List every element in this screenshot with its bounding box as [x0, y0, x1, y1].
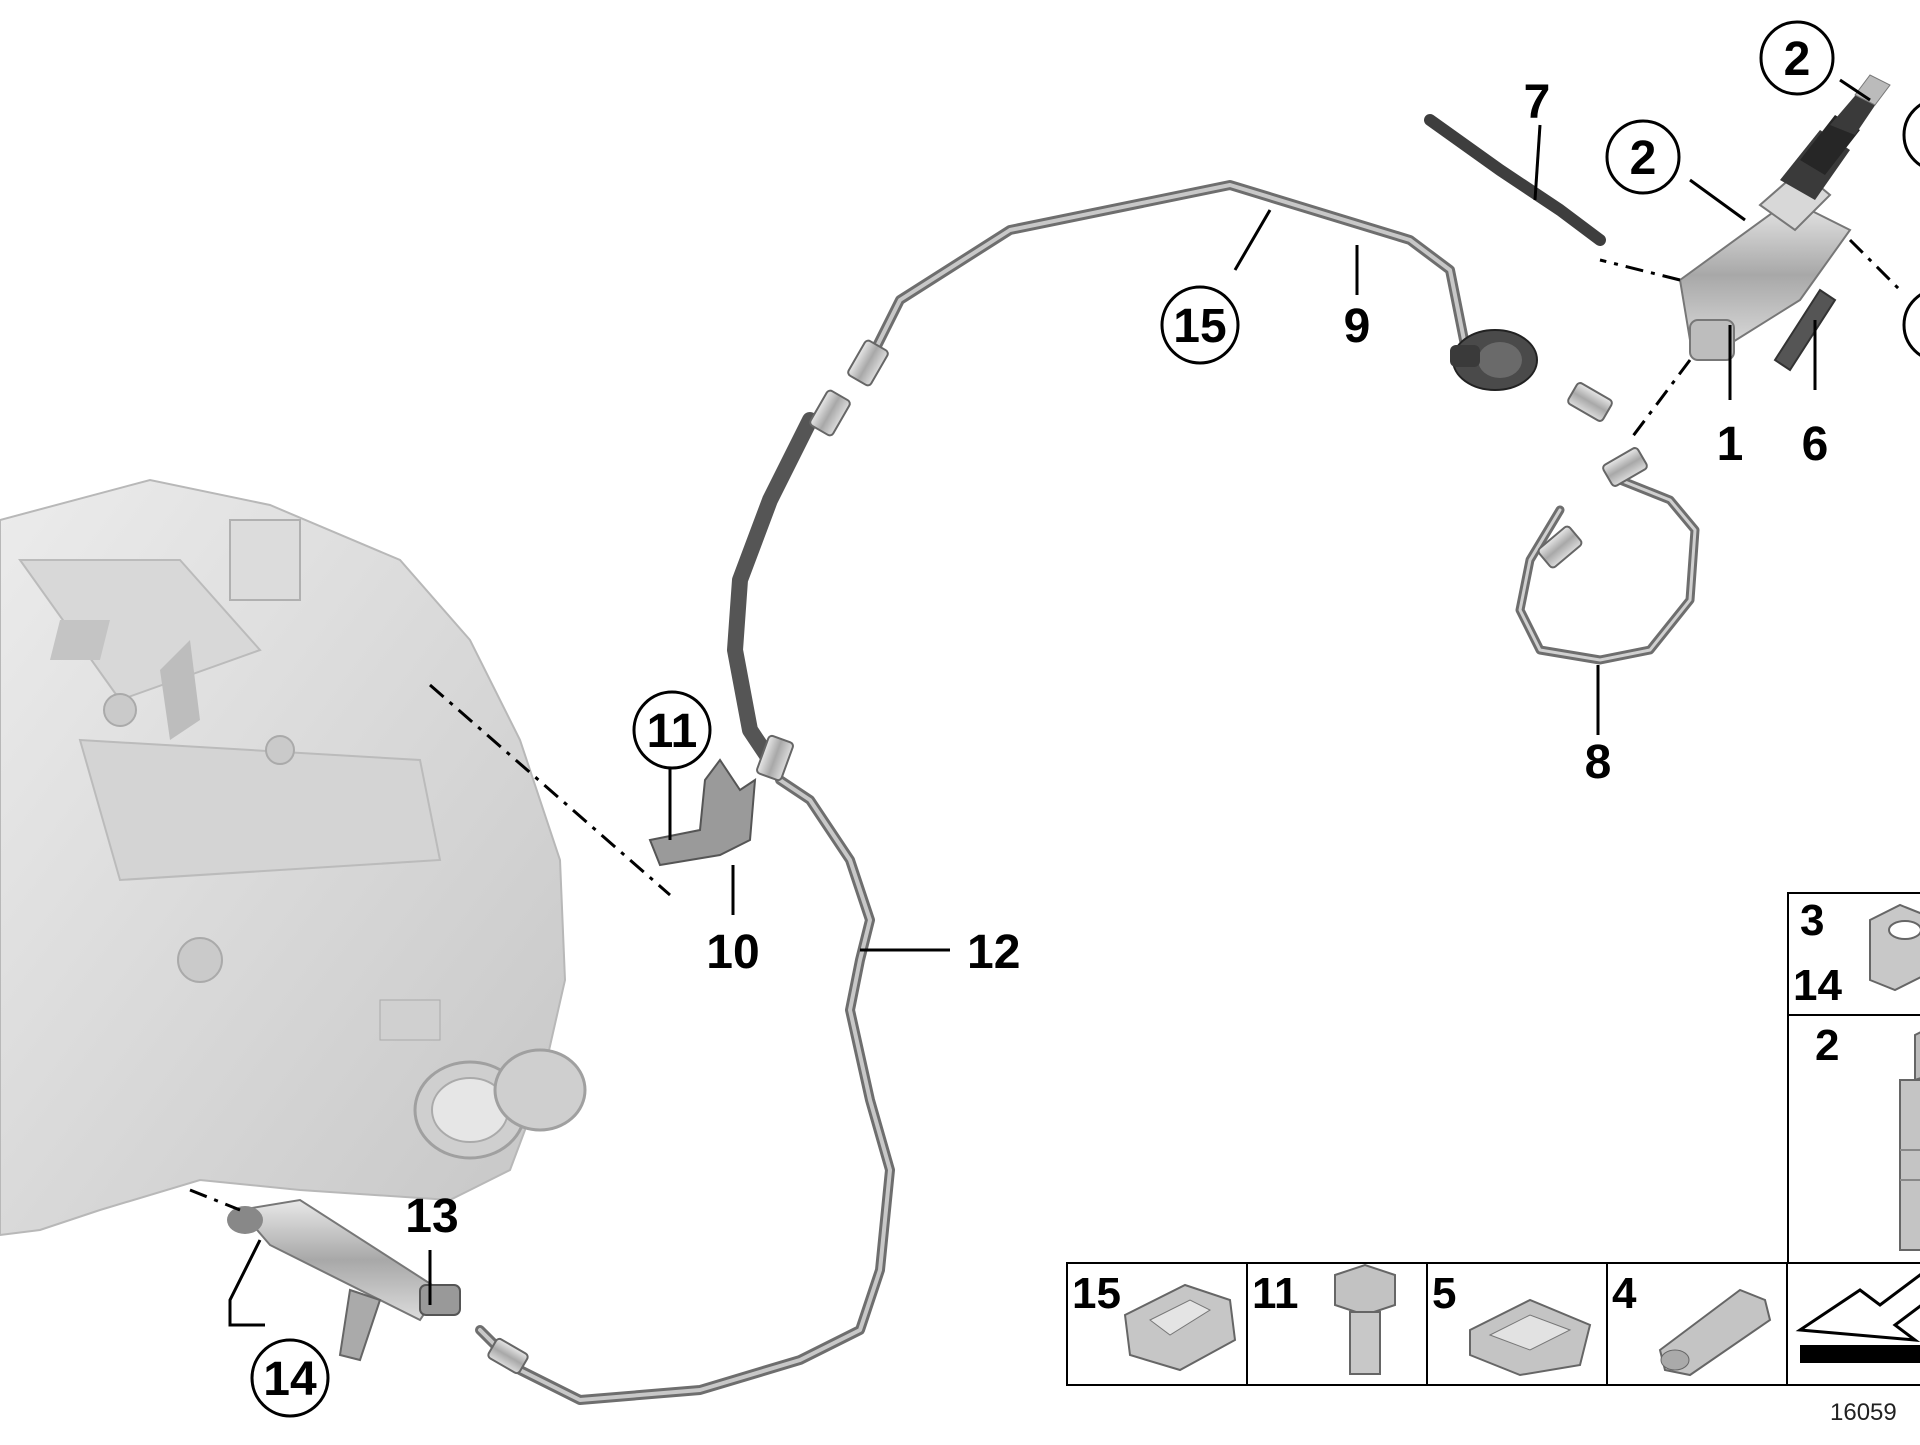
callout-labels: 2 2 15 11 14 7 9 1 6 8 10 12 13 — [250, 20, 1920, 1418]
legend-nut-label-14: 14 — [1793, 961, 1842, 1010]
pin-icon — [1658, 1288, 1772, 1377]
part-6-plug — [1773, 288, 1837, 372]
callout-13: 13 — [405, 1190, 458, 1243]
callout-4: 2 — [1784, 33, 1811, 86]
callout-14-circle — [250, 1338, 330, 1418]
callout-partial-circle-lower — [1902, 293, 1920, 357]
callout-15-circle — [1160, 285, 1240, 365]
callout-6: 6 — [1802, 418, 1829, 471]
legend-fasteners-right: 3 14 2 — [1787, 892, 1920, 1266]
callout-11: 11 — [647, 705, 698, 758]
callout-11-circle — [632, 690, 712, 770]
callout-9: 9 — [1344, 300, 1371, 353]
hex-bolt-icon — [1334, 1263, 1396, 1317]
callout-2-circle — [1605, 119, 1681, 195]
callout-partial-circle-upper — [1902, 103, 1920, 167]
pressure-damper — [1450, 329, 1538, 391]
callout-8: 8 — [1585, 736, 1612, 789]
legend-spring-clip-label-5: 5 — [1432, 1269, 1456, 1318]
legend-bolt-label-2: 2 — [1815, 1021, 1839, 1070]
callout-4-circle — [1759, 20, 1835, 96]
legend-nut-label-3: 3 — [1800, 896, 1824, 945]
legend-hex-bolt-label-11: 11 — [1252, 1269, 1299, 1318]
callout-10: 10 — [706, 926, 759, 979]
hex-nut-icon — [1869, 903, 1920, 992]
callout-2: 2 — [1630, 132, 1657, 185]
diagram-reference-number: 16059 — [1830, 1399, 1897, 1426]
direction-arrow-icon — [1795, 1273, 1920, 1363]
leader-lines — [189, 78, 1902, 1327]
hydraulic-lines — [475, 114, 1700, 1405]
gearbox-illustration — [0, 478, 587, 1237]
callout-14: 14 — [263, 1353, 317, 1406]
callout-7: 7 — [1524, 76, 1551, 129]
clutch-master-cylinder — [1678, 74, 1891, 361]
legend-fasteners-bottom: 15 11 5 4 — [1066, 1262, 1920, 1386]
callout-12: 12 — [967, 926, 1020, 979]
callout-15: 15 — [1173, 300, 1226, 353]
bolt-icon — [1899, 1031, 1920, 1251]
legend-clip-label-15: 15 — [1072, 1269, 1121, 1318]
line-fittings — [487, 339, 1648, 1375]
bracket — [648, 758, 757, 867]
callout-1: 1 — [1717, 418, 1744, 471]
legend-pin-label-4: 4 — [1612, 1269, 1637, 1318]
